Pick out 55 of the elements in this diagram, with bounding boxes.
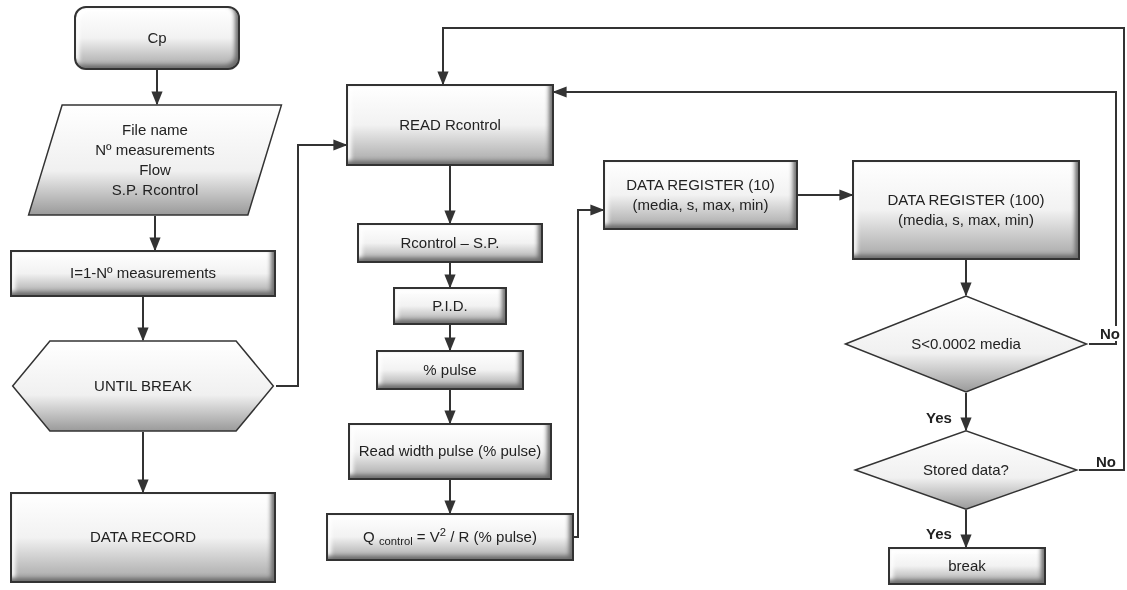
start-box <box>74 6 240 70</box>
arrow <box>960 509 972 549</box>
decision-diamond <box>853 430 1079 510</box>
edge-label: No <box>1094 454 1118 469</box>
process-box <box>326 513 574 561</box>
arrow <box>444 389 456 425</box>
process-box <box>852 160 1080 260</box>
process-box <box>10 250 276 297</box>
input-parallelogram <box>26 104 284 216</box>
process-box <box>346 84 554 166</box>
node-label: S<0.0002 media <box>911 333 1021 354</box>
node-label: I=1-Nº measurements <box>70 263 216 284</box>
arrow <box>149 215 161 252</box>
arrow <box>437 27 1125 471</box>
arrow <box>960 259 972 297</box>
arrow <box>444 165 456 225</box>
node-label: Read width pulse (% pulse) <box>358 441 542 462</box>
node-label: break <box>948 555 986 576</box>
node-label: File name <box>122 119 188 140</box>
node-label: S.P. Rcontrol <box>111 180 199 201</box>
process-box <box>888 547 1046 585</box>
process-box <box>348 423 552 480</box>
arrow <box>444 324 456 352</box>
decision-diamond <box>843 295 1089 393</box>
node-label: UNTIL BREAK <box>94 375 192 396</box>
process-box <box>10 492 276 583</box>
edge-label: Yes <box>924 526 954 541</box>
process-box <box>357 223 543 263</box>
arrow <box>573 204 605 538</box>
node-label: DATA REGISTER (10) (media, s, max, min) <box>625 174 776 215</box>
arrow <box>275 139 348 387</box>
node-label: Stored data? <box>923 459 1009 480</box>
node-label: Cp <box>147 27 167 48</box>
node-label: READ Rcontrol <box>399 114 501 135</box>
arrow <box>960 392 972 432</box>
arrow <box>444 479 456 515</box>
node-label: Flow <box>139 160 171 180</box>
arrow <box>151 69 163 106</box>
node-label: Nº measurements <box>95 139 215 160</box>
arrow <box>137 296 149 342</box>
process-box <box>393 287 507 325</box>
arrow <box>137 431 149 494</box>
edge-label: Yes <box>924 410 954 425</box>
node-label: Q $_{control}$ = V$^{2}$ / R (% pulse) <box>363 526 537 548</box>
node-label: % pulse <box>423 359 477 380</box>
process-box <box>376 350 524 390</box>
node-label: DATA RECORD <box>89 527 197 548</box>
process-box <box>603 160 798 230</box>
node-label: P.I.D. <box>432 295 468 316</box>
node-label: Rcontrol – S.P. <box>400 232 500 253</box>
loop-hexagon <box>10 340 276 432</box>
edge-label: No <box>1098 326 1122 341</box>
node-label: DATA REGISTER (100) (media, s, max, min) <box>886 189 1046 230</box>
arrow <box>444 262 456 289</box>
arrow <box>797 189 854 201</box>
